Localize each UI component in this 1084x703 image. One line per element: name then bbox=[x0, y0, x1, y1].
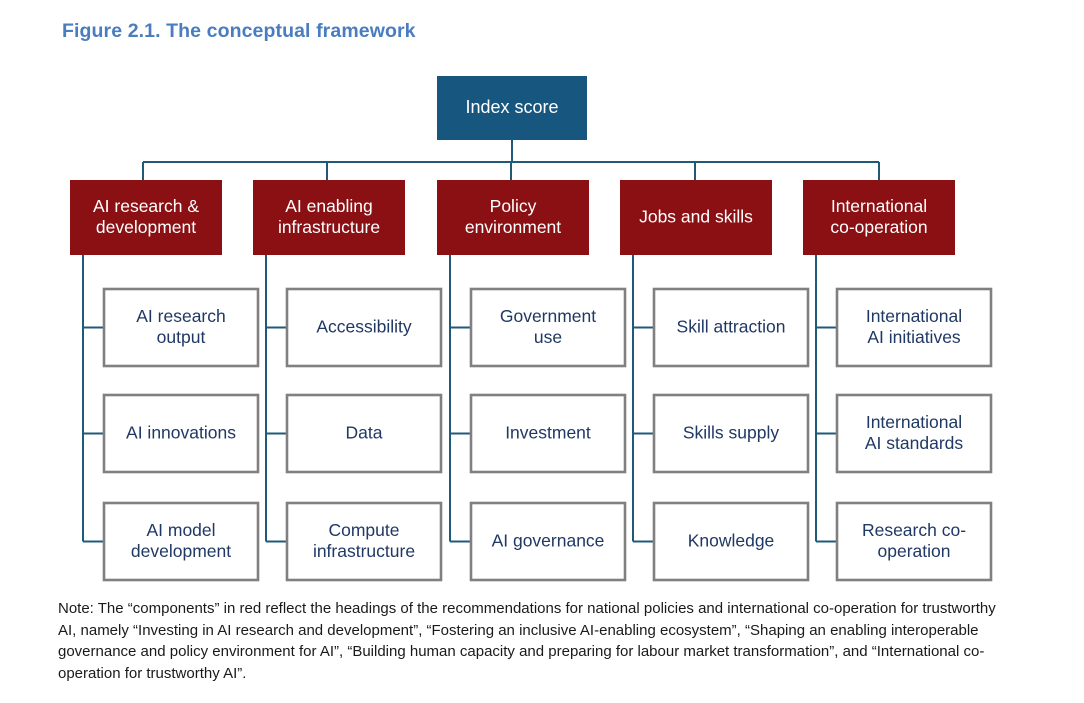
component-node-3[interactable] bbox=[437, 180, 589, 255]
page-title: Figure 2.1. The conceptual framework bbox=[62, 20, 416, 42]
component-node-4[interactable] bbox=[620, 180, 772, 255]
conceptual-framework-diagram: Index score AI research &development AI re… bbox=[70, 76, 993, 582]
subcomponent-node-label: Investment bbox=[505, 422, 591, 442]
subcomponent-node-2-2[interactable] bbox=[285, 393, 443, 474]
subcomponent-node-label: Research co-operation bbox=[862, 519, 966, 560]
component-node-2[interactable] bbox=[253, 180, 405, 255]
subcomponent-node-label: Skills supply bbox=[683, 422, 780, 442]
subcomponent-node-label: AI governance bbox=[492, 530, 605, 550]
subcomponent-node-3-1[interactable] bbox=[469, 287, 627, 368]
figure-note: Note: The “components” in red reflect th… bbox=[58, 600, 996, 682]
subcomponent-node-5-2[interactable] bbox=[835, 393, 993, 474]
subcomponent-node-label: Skill attraction bbox=[677, 316, 786, 336]
subcomponent-node-label: Knowledge bbox=[688, 530, 775, 550]
subcomponent-node-4-1[interactable] bbox=[652, 287, 810, 368]
root-node-label: Index score bbox=[465, 97, 558, 117]
subcomponent-node-4-2[interactable] bbox=[652, 393, 810, 474]
component-node-label: AI research &development bbox=[93, 195, 199, 236]
subcomponent-node-3-3[interactable] bbox=[469, 501, 627, 582]
subcomponent-node-5-1[interactable] bbox=[835, 287, 993, 368]
subcomponent-node-1-3[interactable] bbox=[102, 501, 260, 582]
subcomponent-node-4-3[interactable] bbox=[652, 501, 810, 582]
diagram-nodes: Index score AI research &development AI re… bbox=[70, 76, 993, 582]
subcomponent-node-label: AI innovations bbox=[126, 422, 236, 442]
subcomponent-node-2-3[interactable] bbox=[285, 501, 443, 582]
subcomponent-node-3-2[interactable] bbox=[469, 393, 627, 474]
diagram-svg: Index score AI research &development AI re… bbox=[70, 76, 993, 582]
component-node-label: Jobs and skills bbox=[639, 206, 753, 226]
subcomponent-node-2-1[interactable] bbox=[285, 287, 443, 368]
connector-lines bbox=[81, 140, 881, 543]
subcomponent-node-5-3[interactable] bbox=[835, 501, 993, 582]
subcomponent-node-label: Accessibility bbox=[316, 316, 412, 336]
subcomponent-node-1-2[interactable] bbox=[102, 393, 260, 474]
subcomponent-node-1-1[interactable] bbox=[102, 287, 260, 368]
component-node-1[interactable] bbox=[70, 180, 222, 255]
component-node-5[interactable] bbox=[803, 180, 955, 255]
subcomponent-node-label: Data bbox=[346, 422, 383, 442]
root-node-index-score[interactable] bbox=[437, 76, 587, 140]
